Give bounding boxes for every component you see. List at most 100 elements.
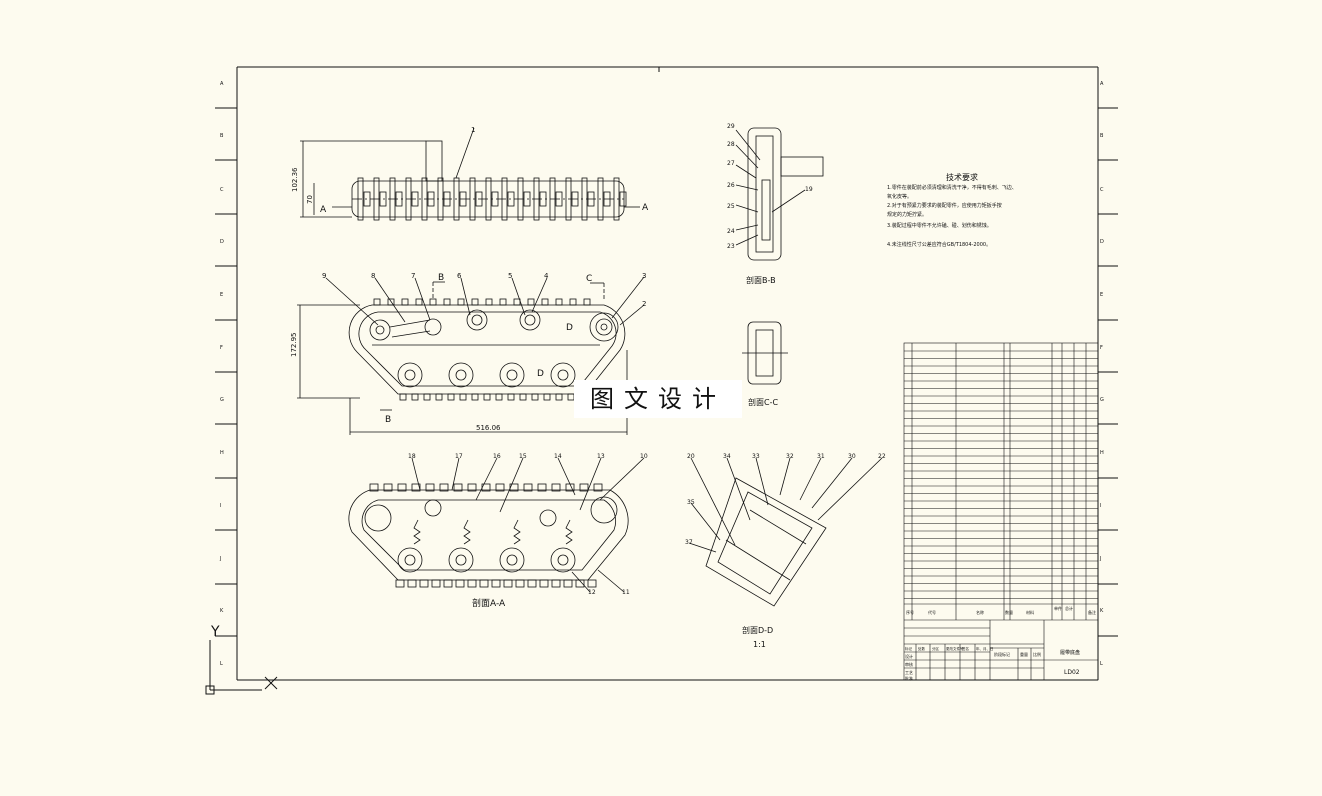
track-link <box>527 579 537 588</box>
track-tooth <box>469 177 476 221</box>
rev-col: 更改文件号 <box>946 646 964 651</box>
section-mark-d-upper: D <box>566 323 573 333</box>
zone-letter: L <box>1100 661 1103 667</box>
track-pad <box>411 191 419 207</box>
tech-req-line: 氧化皮等。 <box>887 193 912 200</box>
header-cell: 总计 <box>1065 605 1073 611</box>
track-link <box>399 393 407 401</box>
track-link <box>531 393 539 401</box>
track-link <box>431 579 441 588</box>
balloon-8: 8 <box>371 272 375 280</box>
track-pad <box>571 191 579 207</box>
section-dd-view <box>688 457 883 607</box>
track-tooth <box>613 177 620 221</box>
balloon-25: 25 <box>727 203 735 210</box>
track-link <box>515 579 525 588</box>
track-pad <box>619 191 627 207</box>
balloon-24: 24 <box>727 228 735 235</box>
balloon-11: 11 <box>622 589 630 596</box>
balloon-27: 27 <box>727 160 735 167</box>
section-mark-d-lower: D <box>537 369 544 379</box>
section-dd-title: 剖面D-D <box>742 625 773 635</box>
track-link <box>407 579 417 588</box>
header-cell: 材料 <box>1026 609 1034 615</box>
zone-letters-left: A B C D E F G H I J K L <box>219 81 224 667</box>
track-pad <box>603 191 611 207</box>
track-link <box>551 579 561 588</box>
track-link <box>551 483 561 492</box>
tech-req-line: 规定的力矩拧紧。 <box>887 211 927 218</box>
section-mark-c: C <box>586 274 592 284</box>
track-pad <box>555 191 563 207</box>
track-tooth <box>501 177 508 221</box>
parts-list-header: 序号 代号 名称 数量 材料 单件 总计 备注 <box>906 605 1096 615</box>
balloon-16: 16 <box>493 453 501 460</box>
track-tooth <box>357 177 364 221</box>
track-link <box>423 393 431 401</box>
revision-columns: 标记 处数 分区 更改文件号 签名 年、月、日 <box>905 646 994 651</box>
track-link <box>537 483 547 492</box>
tech-req-title: 技术要求 <box>946 172 978 182</box>
zone-letter: F <box>1100 345 1103 351</box>
track-pad <box>363 191 371 207</box>
track-link <box>429 298 437 306</box>
balloon-12: 12 <box>588 589 596 596</box>
track-tooth <box>453 177 460 221</box>
balloon-20: 20 <box>687 453 695 460</box>
track-tooth <box>565 177 572 221</box>
track-pad <box>395 191 403 207</box>
balloon-5: 5 <box>508 272 512 280</box>
dim-side-length: 516.06 <box>476 424 501 432</box>
zone-letter: I <box>220 503 221 509</box>
parts-list <box>903 342 1099 681</box>
track-link <box>425 483 435 492</box>
track-link <box>539 579 549 588</box>
track-link <box>495 393 503 401</box>
balloon-18: 18 <box>408 453 416 460</box>
track-pad <box>507 191 515 207</box>
tech-req-line: 4.未注线性尺寸公差应符合GB/T1804-2000。 <box>887 241 991 248</box>
header-cell: 单件 <box>1054 605 1062 611</box>
side-view <box>297 276 645 435</box>
track-link <box>453 483 463 492</box>
track-pad <box>475 191 483 207</box>
track-link <box>479 579 489 588</box>
axis-y-label: Y <box>210 624 220 640</box>
header-cell: 序号 <box>906 609 914 615</box>
zone-letter: L <box>220 661 223 667</box>
role-label: 批准 <box>905 675 913 681</box>
track-tooth <box>421 177 428 221</box>
track-link <box>401 298 409 306</box>
track-link <box>491 579 501 588</box>
watermark-text: 图文设计 <box>574 380 742 418</box>
track-link <box>569 298 577 306</box>
balloon-30: 30 <box>848 453 856 460</box>
track-link <box>523 483 533 492</box>
track-tooth <box>549 177 556 221</box>
balloon-4: 4 <box>544 272 549 280</box>
rev-col: 年、月、日 <box>976 646 994 651</box>
section-bb-title: 剖面B-B <box>746 275 776 285</box>
balloon-3: 3 <box>642 272 646 280</box>
zone-letter: E <box>220 292 223 298</box>
stage-col: 阶段标记 <box>994 651 1010 657</box>
track-pad <box>427 191 435 207</box>
track-pad <box>459 191 467 207</box>
zone-letter: H <box>1100 450 1104 456</box>
section-mark-b-bottom: B <box>385 415 391 425</box>
track-link <box>509 483 519 492</box>
drawing-code: LD02 <box>1064 669 1080 676</box>
section-mark-a-left: A <box>320 205 327 215</box>
track-link <box>555 298 563 306</box>
zone-letter: B <box>220 133 224 139</box>
track-link <box>397 483 407 492</box>
zone-letter: B <box>1100 133 1104 139</box>
zone-letter: C <box>220 187 224 193</box>
balloon-32: 32 <box>786 453 794 460</box>
track-pad <box>491 191 499 207</box>
zone-letter: H <box>220 450 224 456</box>
track-tooth <box>533 177 540 221</box>
role-label: 设计 <box>905 653 913 659</box>
balloon-7: 7 <box>411 272 415 280</box>
